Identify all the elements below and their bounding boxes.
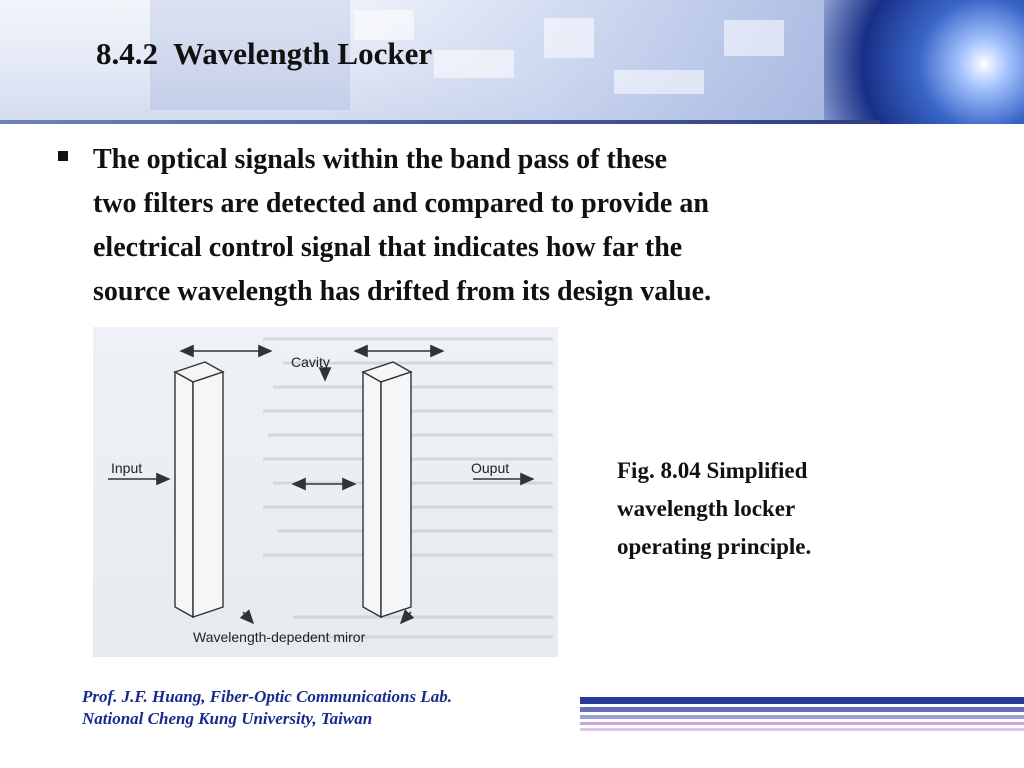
fiber-optic-graphic <box>824 0 1024 124</box>
cavity-label: Cavity <box>291 354 330 370</box>
diagram-arrows <box>108 344 535 625</box>
footer-credit: Prof. J.F. Huang, Fiber-Optic Communicat… <box>82 686 452 730</box>
right-mirror-prism <box>361 361 413 619</box>
bullet-line: source wavelength has drifted from its d… <box>93 276 712 307</box>
footer-line-1: Prof. J.F. Huang, Fiber-Optic Communicat… <box>82 687 452 706</box>
bullet-line: The optical signals within the band pass… <box>93 144 668 175</box>
mirror-label: Wavelength-depedent miror <box>193 629 366 645</box>
bullet-square-icon <box>58 151 68 161</box>
input-label: Input <box>111 460 143 476</box>
footer-stripe-graphic <box>580 697 1024 743</box>
footer-line-2: National Cheng Kung University, Taiwan <box>82 709 373 728</box>
wavelength-locker-figure: Cavity Input Ouput Wavelength-depedent m… <box>93 327 558 657</box>
caption-line: Fig. 8.04 Simplified <box>617 458 808 483</box>
bullet-line: electrical control signal that indicates… <box>93 232 683 263</box>
slide-header <box>0 0 1024 124</box>
header-mosaic-graphic <box>314 0 874 124</box>
locker-diagram <box>108 337 553 639</box>
bullet-paragraph: The optical signals within the band pass… <box>93 138 933 314</box>
output-label: Ouput <box>471 460 510 476</box>
left-mirror-prism <box>173 361 225 619</box>
caption-line: operating principle. <box>617 534 812 559</box>
caption-line: wavelength locker <box>617 496 796 521</box>
figure-caption: Fig. 8.04 Simplified wavelength locker o… <box>617 452 917 566</box>
slide-title: 8.4.2 Wavelength Locker <box>96 36 433 71</box>
header-divider <box>0 120 880 124</box>
bullet-line: two filters are detected and compared to… <box>93 188 709 219</box>
